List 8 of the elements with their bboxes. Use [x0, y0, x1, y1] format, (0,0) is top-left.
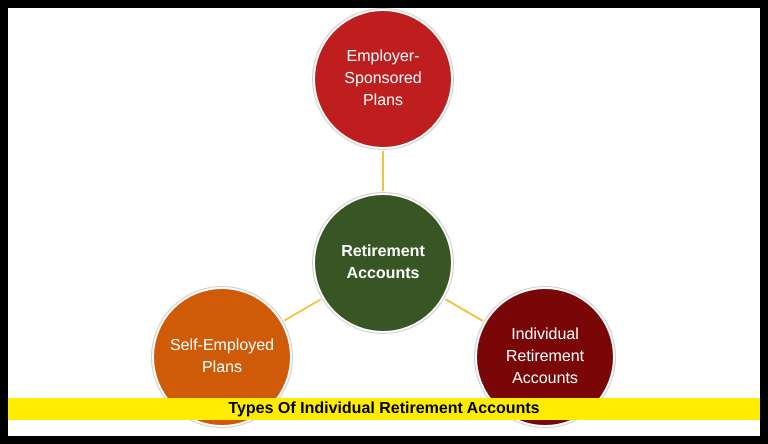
circle-label: Self-Employed Plans: [168, 336, 276, 378]
connector-line: [284, 298, 322, 322]
circle-label: Individual Retirement Accounts: [504, 325, 586, 389]
caption: Types Of Individual Retirement Accounts: [228, 399, 540, 419]
connector-line: [382, 151, 384, 191]
circle-label: Employer-Sponsored Plans: [343, 47, 423, 111]
connector-line: [444, 298, 484, 322]
circle-label: Retirement Accounts: [340, 242, 426, 284]
